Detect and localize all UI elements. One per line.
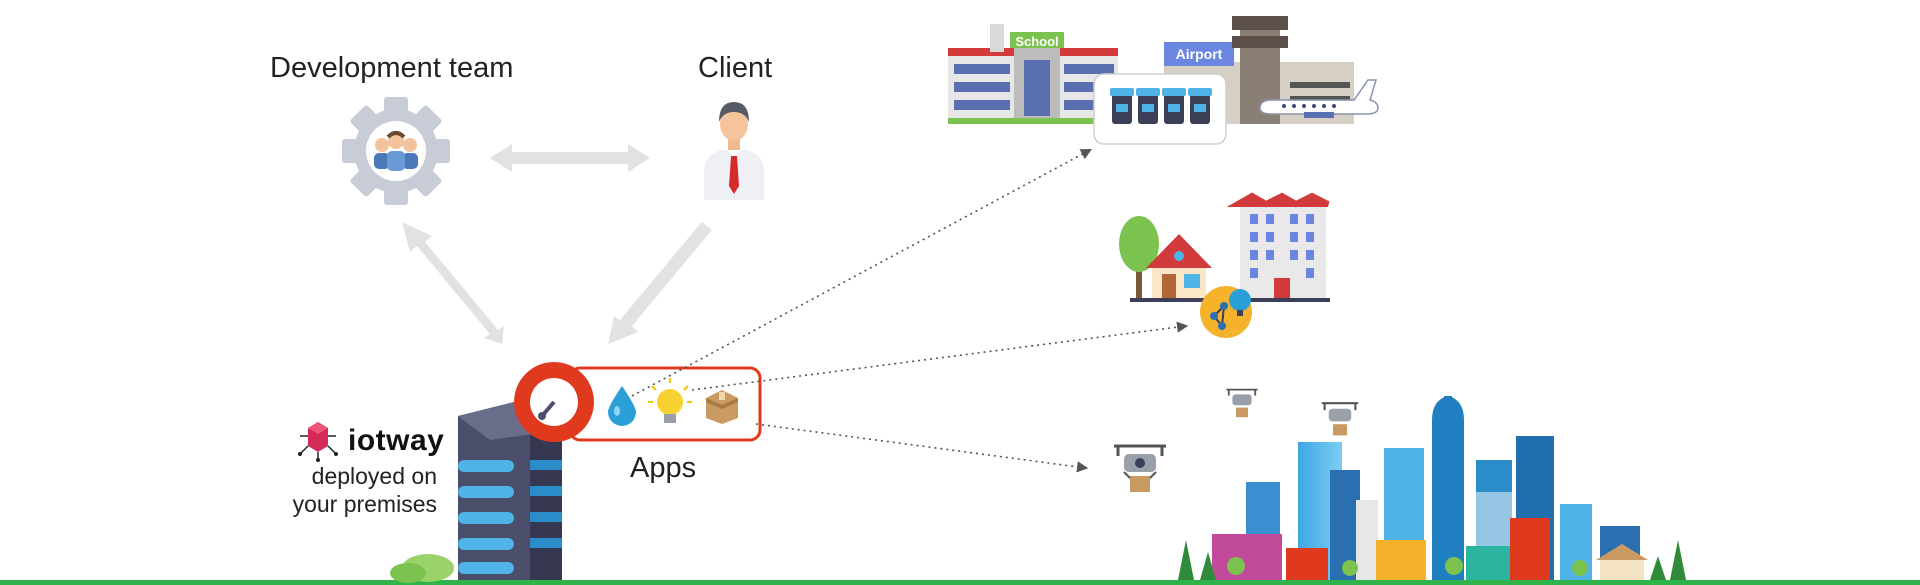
apps-label: Apps: [630, 452, 697, 484]
airplane-icon: [1259, 79, 1379, 118]
package-box-icon: [706, 390, 738, 424]
deployment-caption: deployed on your premises: [237, 462, 437, 518]
deployment-caption-line2: your premises: [292, 491, 437, 517]
dotted-arrow-to-drones: [755, 423, 1089, 473]
client-label: Client: [698, 52, 773, 84]
dotted-arrow-to-smart-home: [691, 321, 1189, 391]
gauge-app-icon: [514, 362, 594, 442]
ground-line: [0, 580, 1920, 585]
arrow-dev-server: [402, 222, 504, 344]
arrow-dev-client: [490, 144, 650, 172]
smart-bulb-network-icon: [1200, 286, 1252, 338]
dotted-arrow-to-city-services: [631, 148, 1092, 397]
drone-icon: [1114, 444, 1166, 492]
tree-icon: [1119, 216, 1159, 298]
school-building: [948, 24, 1118, 124]
development-team-label: Development team: [270, 52, 514, 84]
water-drop-icon: [608, 386, 636, 426]
gear-team-icon: [342, 97, 450, 205]
airport-sign: Airport: [1176, 46, 1223, 62]
light-bulb-icon: [648, 378, 692, 423]
school-sign: School: [1015, 34, 1058, 49]
house-icon: [1146, 234, 1212, 300]
iotway-logo-icon: [298, 422, 338, 462]
brand-name: iotway: [348, 424, 445, 457]
server-building-icon: [390, 398, 562, 583]
trash-bins-icon: [1093, 73, 1227, 145]
drone-icon-small: [1226, 388, 1258, 418]
client-person-icon: [704, 102, 764, 200]
arrow-client-server: [608, 222, 712, 344]
city-skyline: [1178, 396, 1686, 580]
dotted-arrows: [631, 148, 1189, 473]
deployment-caption-line1: deployed on: [311, 463, 437, 489]
drone-icon-medium: [1321, 402, 1359, 436]
